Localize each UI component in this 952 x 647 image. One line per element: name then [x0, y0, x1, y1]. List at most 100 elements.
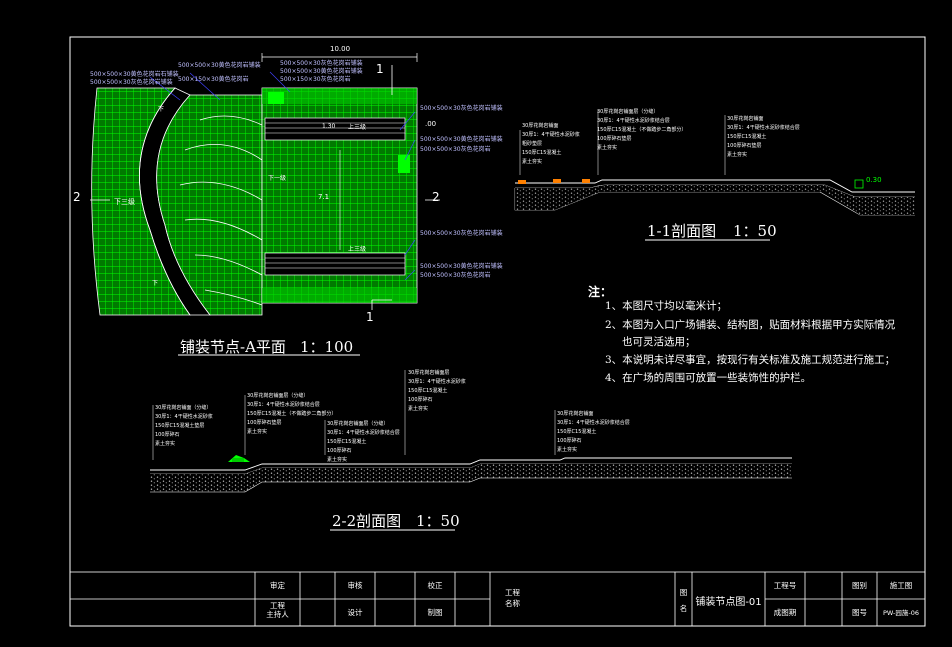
tb-tuhao-value: PW-园施-06: [882, 609, 920, 617]
note-item-2b: 也可灵活选用；: [622, 336, 696, 348]
s22-anno-e-0: 30厚花岗岩铺面: [557, 411, 594, 417]
plan-bottom-band: [262, 288, 417, 303]
plan-callout-right-3: 500×500×30灰色花岗岩: [420, 146, 491, 153]
tb-tuming-label: 图 名: [679, 588, 688, 613]
plan-dim-top-label: 10.00: [330, 45, 351, 53]
note-item-2: 2、本图为入口广场铺装、结构图，贴面材料根据甲方实际情况: [605, 319, 896, 331]
plan-steps-bottom: [264, 252, 406, 276]
plan-dim-top: [261, 53, 418, 62]
plan-top-band: [262, 88, 417, 104]
tb-chengturiqi: 成图期: [773, 608, 797, 617]
section-mark-1-bottom: 1: [366, 310, 374, 324]
plan-curve-lines: [179, 115, 263, 306]
s11-anno-right-2: 150厚C15混凝土: [727, 134, 767, 140]
plan-callout-center-1: 500×500×30黄色花岗岩铺装: [178, 62, 261, 69]
s11-anno-right-3: 100厚碎石垫层: [727, 143, 762, 149]
s22-anno-e-4: 素土夯实: [557, 447, 578, 453]
section-mark-1-top: 1: [376, 62, 384, 76]
s11-anno-mid-2: 150厚C15混凝土（不做踏步二角部分）: [597, 127, 687, 133]
s22-anno-d-0: 30厚花岗岩铺面层: [408, 370, 450, 376]
s11-anno-mid-1: 30厚1：4干硬性水泥砂浆结合层: [597, 118, 670, 124]
title-block-lines: [69, 571, 926, 627]
s22-anno-b-0: 30厚花岗岩铺面层（分缝）: [247, 393, 309, 399]
s22-anno-a-3: 100厚碎石: [155, 432, 180, 438]
plan-steps-top: [264, 117, 406, 141]
s11-anno-left-0: 30厚花岗岩铺面: [522, 123, 559, 129]
tb-shending: 审定: [270, 581, 285, 590]
note-item-4: 4、在广场的周围可放置一些装饰性的护栏。: [605, 372, 812, 384]
s22-anno-d-1: 30厚1：4干硬性水泥砂浆: [408, 379, 466, 385]
notes-head: 注：: [588, 285, 613, 299]
plan-callout-rightb-1: 500×500×30灰色花岗岩铺装: [420, 230, 503, 237]
tb-gongcheng-zhuchiren: 工程 主持人: [266, 601, 289, 619]
plan-title: 铺装节点-A平面: [180, 338, 286, 356]
s22-anno-b-3: 100厚碎石垫层: [247, 420, 282, 426]
plan-down-label-a: 下: [152, 280, 159, 287]
s11-anno-left-4: 素土夯实: [522, 159, 543, 165]
section-22-drawing: [150, 370, 792, 531]
s22-anno-c-0: 30厚花岗岩铺面层（分缝）: [327, 421, 389, 427]
s22-anno-c-1: 30厚1：4干硬性水泥砂浆结合层: [327, 430, 400, 436]
s22-anno-d-2: 150厚C15混凝土: [408, 388, 448, 394]
s11-anno-left-3: 150厚C15混凝土: [522, 150, 562, 156]
s22-anno-b-2: 150厚C15混凝土（不做踏步二角部分）: [247, 411, 337, 417]
tb-gongchenghao: 工程号: [773, 581, 797, 590]
section22-title: 2-2剖面图: [332, 512, 402, 530]
tb-tubie: 图别: [852, 581, 867, 590]
s22-anno-b-4: 素土夯实: [247, 429, 268, 435]
plan-callout-left-1: 500×500×30黄色花岗岩石铺装: [90, 71, 179, 78]
s22-anno-c-2: 150厚C15混凝土: [327, 439, 367, 445]
s11-anno-right-4: 素土夯实: [727, 152, 748, 158]
plan-scale: 1：100: [300, 338, 354, 356]
s22-anno-e-3: 100厚碎石: [557, 438, 582, 444]
plan-callout-topright-3: 500×150×30灰色花岗岩: [280, 76, 351, 83]
tb-shenhe: 审核: [347, 581, 363, 590]
section11-title: 1-1剖面图: [647, 222, 717, 240]
s22-anno-c-3: 100厚碎石: [327, 448, 352, 454]
plan-feature-box: [398, 155, 410, 173]
note-item-1: 1、本图尺寸均以毫米计；: [605, 300, 728, 312]
s22-anno-d-3: 100厚碎石: [408, 397, 433, 403]
s22-anno-e-2: 150厚C15混凝土: [557, 429, 597, 435]
section11-elevation: 0.30: [866, 176, 882, 184]
section-mark-2-right: 2: [432, 190, 440, 204]
plan-callout-topright-2: 500×500×30黄色花岗岩铺装: [280, 68, 363, 75]
plan-callout-right-1: 500×500×30灰色花岗岩铺装: [420, 105, 503, 112]
s22-anno-b-1: 30厚1：4干硬性水泥砂浆结合层: [247, 402, 320, 408]
tb-zhitu: 制图: [427, 608, 443, 617]
plan-leaders: [149, 71, 416, 281]
s11-anno-mid-0: 30厚花岗岩铺面层（分缝）: [597, 109, 659, 115]
plan-callout-right-2: 500×500×30黄色花岗岩铺装: [420, 136, 503, 143]
plan-callout-topright-1: 500×500×30灰色花岗岩铺装: [280, 60, 363, 67]
plan-drawing: [90, 53, 440, 356]
section11-scale: 1：50: [733, 222, 777, 240]
section-11-drawing: [514, 110, 915, 241]
s22-anno-a-0: 30厚花岗岩铺面（分缝）: [155, 405, 212, 411]
s22-anno-e-1: 30厚1：4干硬性水泥砂浆结合层: [557, 420, 630, 426]
plan-callout-rightb-3: 500×500×30灰色花岗岩: [420, 272, 491, 279]
s22-anno-a-2: 150厚C15混凝土垫层: [155, 423, 205, 429]
s22-anno-c-4: 素土夯实: [327, 457, 348, 463]
plan-center-paving: [156, 94, 263, 316]
s22-anno-a-1: 30厚1：4干硬性水泥砂浆: [155, 414, 213, 420]
s11-anno-left-1: 30厚1：4干硬性水泥砂浆: [522, 132, 580, 138]
s11-anno-right-1: 30厚1：4干硬性水泥砂浆结合层: [727, 125, 800, 131]
s22-anno-a-4: 素土夯实: [155, 441, 176, 447]
plan-dim-left-label: 1.30: [322, 123, 336, 130]
s22-anno-d-4: 素土夯实: [408, 406, 429, 412]
tb-tuming: 铺装节点图-01: [695, 597, 762, 608]
plan-callout-center-2: 500×150×30黄色花岗岩: [178, 76, 249, 83]
plan-dim-mid-label: 7.1: [318, 193, 330, 201]
tb-jiaodui: 校正: [427, 581, 443, 590]
tb-tubie-value: 施工图: [889, 581, 913, 590]
tb-gongcheng-mingcheng: 工程 名称: [505, 588, 520, 608]
note-item-3: 3、本说明未详尽事宜，按现行有关标准及施工规范进行施工；: [605, 354, 896, 366]
s11-anno-left-2: 粗砂垫层: [522, 141, 543, 147]
plan-down-label-b: 下一级: [268, 175, 287, 182]
plan-callout-left-2: 500×500×30灰色花岗岩铺装: [90, 79, 173, 86]
section-mark-2-left: 2: [73, 190, 81, 204]
s11-anno-right-0: 30厚花岗岩铺面: [727, 116, 764, 122]
s11-anno-mid-3: 100厚碎石垫层: [597, 136, 632, 142]
plan-dim-right-label: .00: [425, 120, 437, 128]
